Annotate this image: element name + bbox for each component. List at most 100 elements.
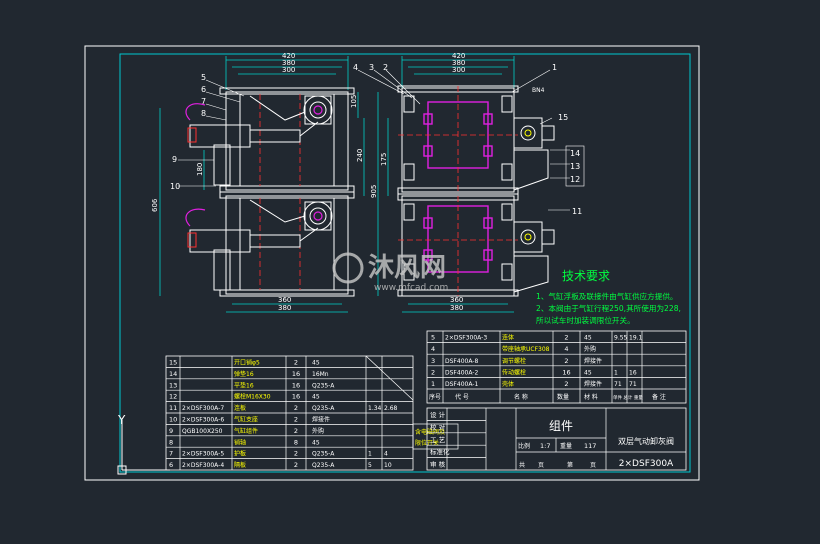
balloon-6: 6 (201, 85, 206, 94)
bom-row-number: 5 (431, 334, 435, 342)
side-view-top-dimensions (401, 56, 515, 90)
title-row-label: 校 对 (430, 422, 446, 431)
bom-row-qty: 2 (294, 461, 298, 469)
bom-row-number: 9 (169, 427, 173, 435)
bom-row-name: 弹垫16 (234, 370, 254, 378)
tech-line-1: 1、气缸浮板及联接件由气缸供应方提供。 (536, 291, 678, 301)
dim-left-360: 360 (278, 296, 291, 304)
bom-row-qty: 2 (294, 416, 298, 424)
ucs-icon (117, 420, 170, 475)
dim-180: 180 (196, 163, 204, 176)
bom-row-qty: 16 (562, 368, 570, 376)
bom-row-material: Q235-A (312, 462, 335, 469)
bom-row-material: 焊接件 (584, 380, 602, 388)
dim-left-380-bottom: 380 (278, 304, 291, 312)
side-view-bottom-dimensions (402, 303, 514, 313)
balloon-2: 2 (383, 63, 388, 72)
title-assembly: 组件 (549, 419, 573, 433)
bom-row-name: 护板 (234, 450, 246, 458)
front-view-vertical-dimensions (159, 92, 379, 296)
bom-row-total-weight: 10 (384, 462, 392, 469)
sheet-border (84, 45, 700, 481)
bom-row-qty: 2 (564, 334, 568, 342)
balloon-14: 14 (570, 149, 580, 158)
watermark-url: www.mfcad.com (374, 283, 448, 293)
front-view-leaders (178, 79, 245, 187)
bom-row-name: 连板 (234, 404, 246, 412)
bom-row-number: 15 (169, 359, 177, 367)
balloon-10: 10 (170, 182, 180, 191)
bom-row-total-weight: 4 (384, 451, 388, 458)
bom-row-qty: 16 (292, 381, 300, 389)
dim-right-420: 420 (452, 52, 465, 60)
bom-row-name: 隔板 (234, 461, 246, 469)
ucs-y-label: Y (117, 413, 126, 427)
bom-row-material: 45 (584, 369, 592, 376)
bom-header-material: 材 料 (584, 393, 598, 401)
dim-606: 606 (151, 198, 159, 212)
bom-row-name: 调节螺栓 (502, 357, 526, 365)
bom-row-number: 2 (431, 368, 435, 376)
bom-row-qty: 2 (294, 450, 298, 458)
bom-row-code: QGB100X250 (182, 428, 223, 435)
bom-row-unit-weight: 5 (368, 462, 372, 469)
bom-row-number: 14 (169, 370, 177, 378)
front-view-bottom-dimensions (226, 303, 348, 313)
bom-row-unit-weight: 1 (368, 451, 372, 458)
front-upper-cylinder (189, 121, 319, 186)
bom-row-qty: 2 (294, 427, 298, 435)
bom-row-material: 16Mn (312, 371, 329, 378)
side-view[interactable]: 420 380 300 (353, 52, 585, 313)
technical-requirements: 技术要求 1、气缸浮板及联接件由气缸供应方提供。 2、本阀由于气缸行程250,其… (536, 269, 681, 325)
balloon-15: 15 (558, 113, 568, 122)
bom-row-number: 4 (431, 345, 435, 353)
dim-right-380-bottom: 380 (450, 304, 463, 312)
front-view[interactable]: 420 380 300 (151, 52, 379, 313)
tech-line-3: 所以试车时加装调限位开关。 (536, 315, 635, 325)
bom-row-name: 螺栓M16X30 (234, 393, 271, 401)
title-sheet-current-label: 第 (567, 461, 573, 469)
upper-hose (185, 103, 206, 121)
bom-row-total-weight: 19.1 (629, 335, 643, 342)
balloon-4: 4 (353, 63, 358, 72)
bom-row-name: 壳体 (502, 380, 514, 388)
bom-row-number: 12 (169, 393, 177, 401)
bom-row-code: DSF400A-1 (445, 381, 478, 388)
side-upper-centerlines (398, 86, 518, 194)
title-scale-label: 比例 (518, 442, 530, 450)
balloon-12: 12 (570, 175, 580, 184)
balloon-5: 5 (201, 73, 206, 82)
bom-row-number: 3 (431, 357, 435, 365)
balloon-11: 11 (572, 207, 582, 216)
bom-row-material: Q235-A (312, 382, 335, 389)
bom-row-material: Q235-A (312, 405, 335, 412)
side-view-right-leaders (539, 117, 585, 211)
bom-row-material: 外购 (312, 427, 324, 435)
bom-header-number: 序号 (429, 393, 441, 401)
bom-left-note-line-1: 含电磁阀及 (415, 428, 445, 436)
dim-right-380: 380 (452, 59, 465, 67)
watermark-logo-icon (332, 252, 364, 284)
title-weight-value: 117 (584, 442, 596, 450)
bom-row-number: 6 (169, 461, 173, 469)
dim-left-380: 380 (282, 59, 295, 67)
